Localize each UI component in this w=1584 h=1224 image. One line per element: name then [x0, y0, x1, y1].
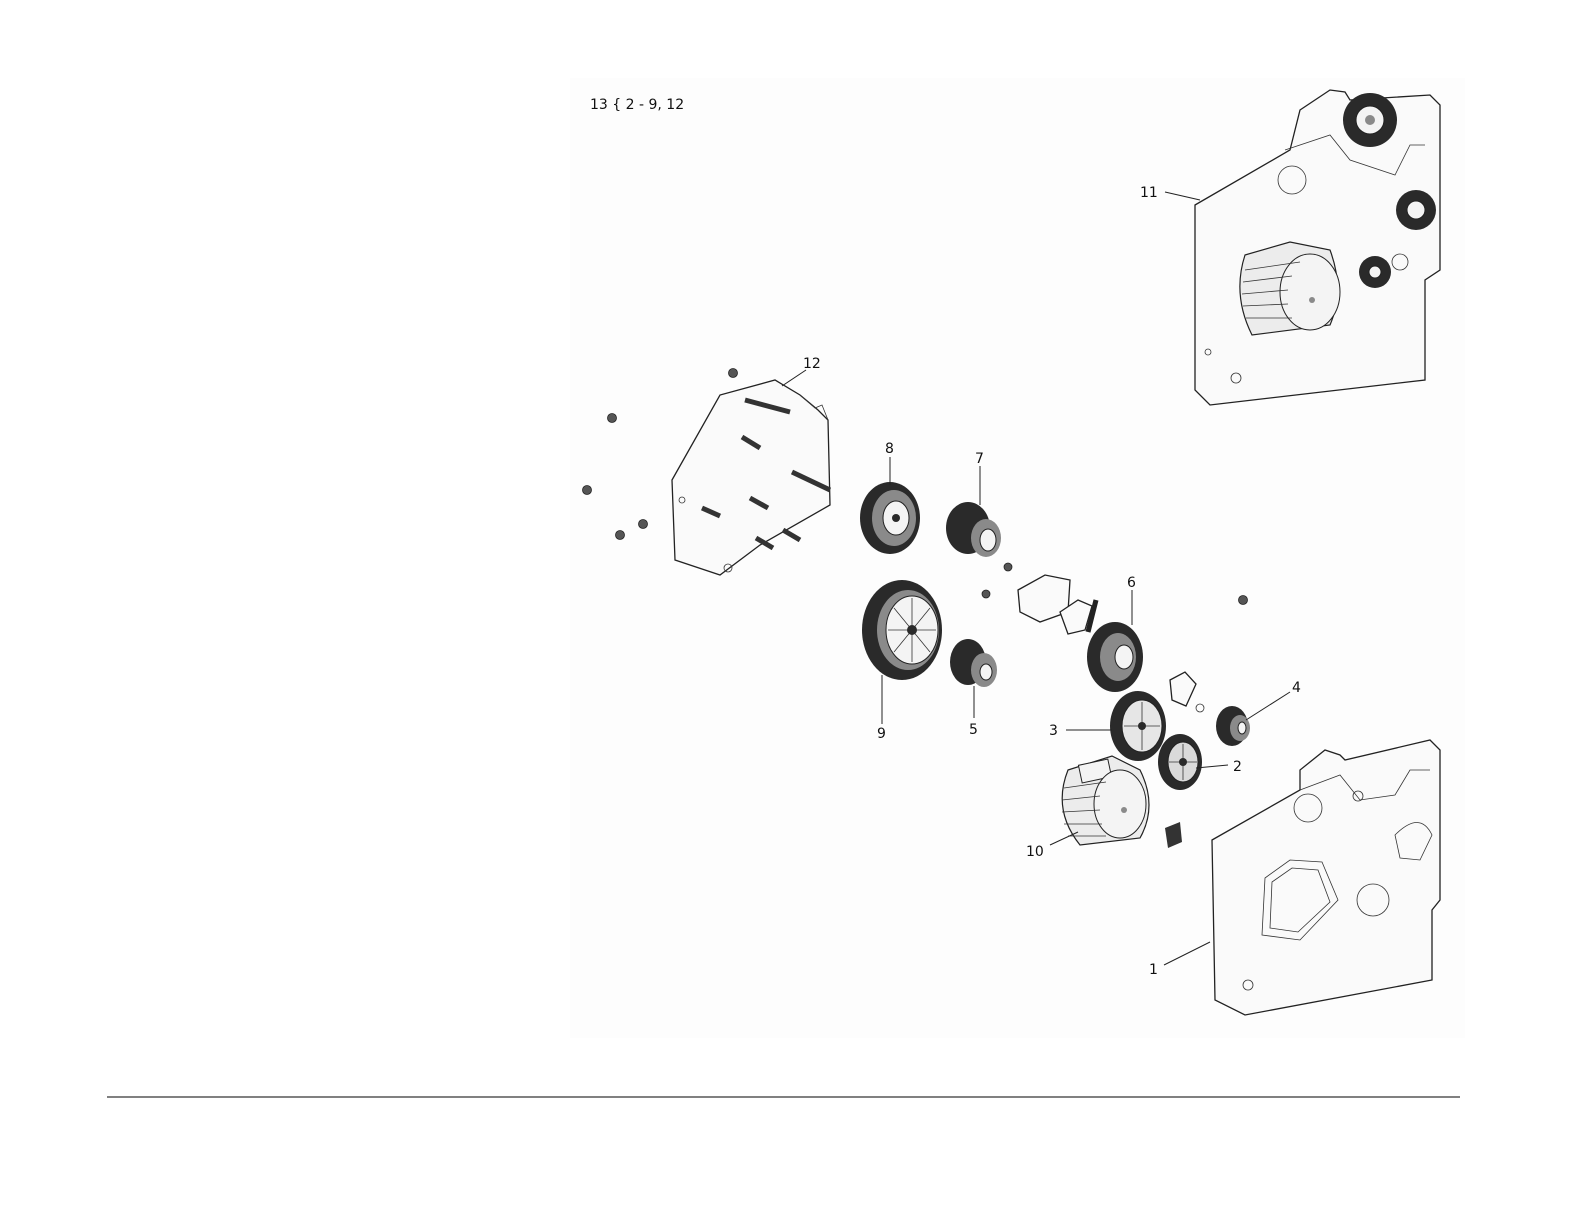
callout-6: 6 [1127, 575, 1136, 591]
callout-11: 11 [1140, 185, 1158, 201]
part-8-gear [860, 482, 920, 554]
callout-9: 9 [877, 726, 886, 742]
part-3-gear [1110, 691, 1166, 761]
callout-2: 2 [1233, 759, 1242, 775]
part-6-gear [1087, 622, 1143, 692]
callout-3: 3 [1049, 723, 1058, 739]
callout-10: 10 [1026, 844, 1044, 860]
callout-8: 8 [885, 441, 894, 457]
callout-5: 5 [969, 722, 978, 738]
callout-1: 1 [1149, 962, 1158, 978]
callout-12: 12 [803, 356, 821, 372]
part-9-gear [862, 580, 942, 680]
part-2-gear [1158, 734, 1202, 790]
callout-7: 7 [975, 451, 984, 467]
part-10-motor [1062, 756, 1149, 845]
callout-4: 4 [1292, 680, 1301, 696]
kit-note: 13 { 2 - 9, 12 [590, 97, 684, 113]
